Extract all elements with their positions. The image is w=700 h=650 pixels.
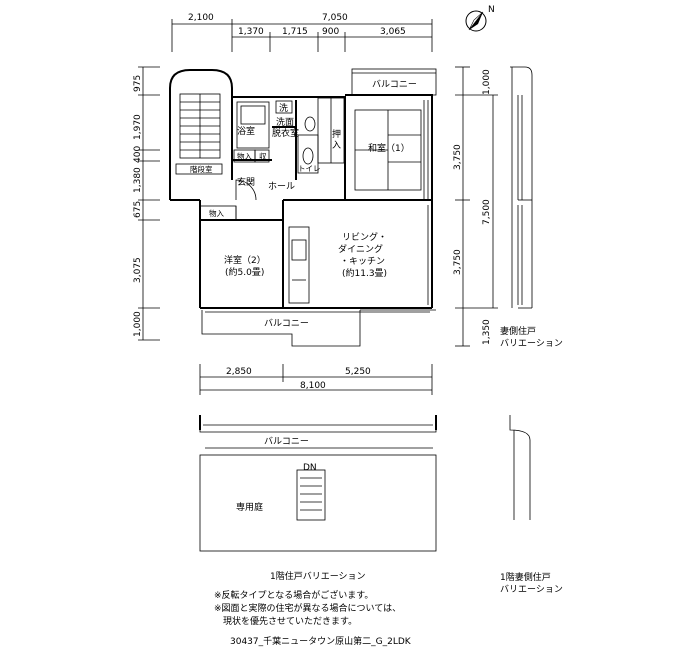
ground-side-label-1: 1階妻側住戸 [500, 571, 551, 583]
dim-left-2: 1,970 [133, 114, 143, 140]
ldk-label-4: (約11.3畳) [342, 267, 387, 279]
dn-label: DN [303, 463, 317, 473]
washer-label: 洗 [279, 102, 288, 114]
side-variation-label-1: 妻側住戸 [500, 325, 536, 337]
dim-right-2: 3,750 [453, 144, 463, 170]
bath-label: 浴室 [237, 125, 255, 137]
dim-top-4: 3,065 [380, 27, 406, 37]
caption: 30437_千葉ニュータウン原山第二_G_2LDK [230, 637, 411, 647]
note-3: 現状を優先させていただきます。 [214, 617, 358, 627]
dim-bottom-1: 2,850 [226, 367, 252, 377]
ldk-label-1: リビング・ [342, 231, 387, 243]
dim-top-left: 2,100 [188, 13, 214, 23]
dim-right-1: 1,000 [482, 69, 492, 95]
dim-top-total: 7,050 [322, 13, 348, 23]
dim-left-5: 675 [133, 201, 143, 218]
dim-left-7: 1,000 [133, 311, 143, 337]
balcony-ground-label: バルコニー [264, 436, 309, 447]
compass-icon [465, 10, 487, 32]
dim-bottom-2: 5,250 [345, 367, 371, 377]
washroom-label-2: 脱衣室 [272, 127, 299, 139]
storage-2-label: 物入 [209, 208, 224, 218]
oshiire-label-2: 入 [332, 140, 341, 151]
youshitsu-label-1: 洋室（2） [224, 254, 266, 266]
ldk-label-2: ダイニング [338, 243, 383, 255]
storage-1-label: 物入 [237, 151, 252, 161]
dim-right-3: 7,500 [482, 199, 492, 225]
entrance-label: 玄関 [237, 176, 255, 188]
hall-label: ホール [268, 181, 295, 192]
washitsu-label: 和室（1） [368, 142, 410, 154]
dim-left-4: 1,380 [133, 167, 143, 193]
ground-variation-label: 1階住戸バリエーション [270, 570, 366, 582]
ground-side-label-2: バリエーション [500, 584, 563, 595]
washroom-label-1: 洗面 [276, 116, 294, 128]
stairwell-label: 階段室 [190, 164, 213, 174]
dim-top-1: 1,370 [238, 27, 264, 37]
shoe-label: 収 [259, 152, 267, 161]
note-1: ※反転タイプとなる場合がございます。 [214, 591, 374, 601]
dim-top-2: 1,715 [282, 27, 308, 37]
dim-right-5: 1,350 [482, 319, 492, 345]
youshitsu-label-2: (約5.0畳) [225, 266, 264, 278]
dim-right-4: 3,750 [453, 249, 463, 275]
oshiire-label-1: 押 [332, 128, 341, 140]
dim-bottom-total: 8,100 [300, 381, 326, 391]
dim-top-3: 900 [322, 27, 339, 37]
garden-label: 専用庭 [236, 501, 263, 513]
dim-left-6: 3,075 [133, 257, 143, 283]
dim-left-3: 400 [133, 146, 143, 163]
toilet-label: トイレ [298, 164, 321, 173]
side-variation-label-2: バリエーション [500, 338, 563, 349]
note-2: ※図面と実際の住宅が異なる場合については、 [214, 604, 402, 614]
balcony-bottom-label: バルコニー [264, 318, 309, 329]
ldk-label-3: ・キッチン [340, 256, 385, 267]
balcony-top-label: バルコニー [372, 79, 417, 90]
dim-left-1: 975 [133, 75, 143, 92]
compass-n-label: N [488, 5, 495, 15]
